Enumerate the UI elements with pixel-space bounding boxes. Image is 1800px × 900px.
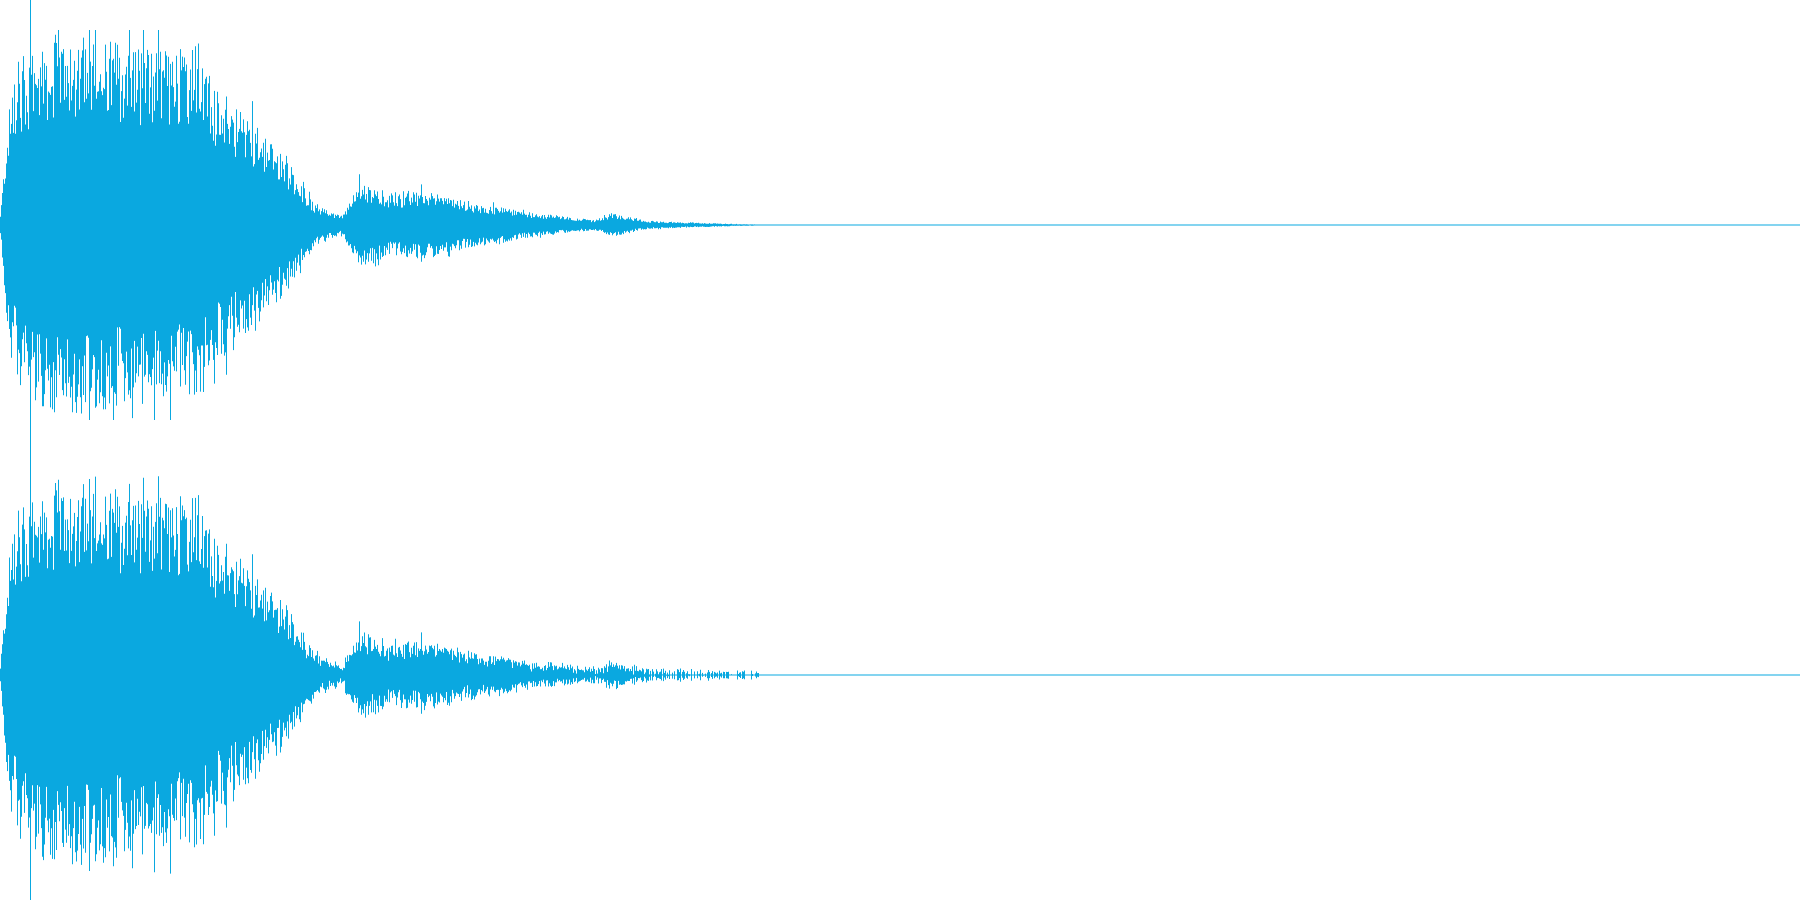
waveform-channel-1 bbox=[0, 30, 1800, 420]
waveform-samples bbox=[0, 476, 759, 874]
waveform-channel-2 bbox=[0, 476, 1800, 874]
waveform-samples bbox=[0, 30, 760, 420]
